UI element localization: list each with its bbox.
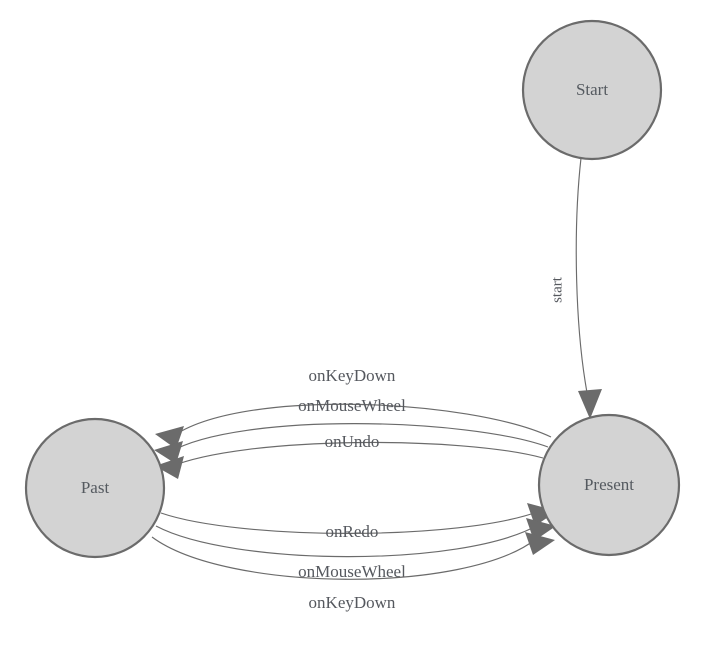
node-past-circle [24, 417, 166, 559]
edge-label-present-past-3: onUndo [325, 432, 380, 451]
arrowhead-past-to-present-1 [527, 503, 557, 526]
edge-path-past-present-2 [155, 524, 539, 558]
arrowhead-start-to-present [578, 389, 602, 419]
edge-present-to-past-onmousewheel[interactable]: onMouseWheel [154, 396, 549, 464]
arrowhead-present-to-past-3 [155, 456, 184, 479]
edge-path-present-past-3 [169, 441, 544, 468]
node-start-circle [521, 19, 663, 161]
node-start-label: Start [576, 80, 608, 99]
edge-label-present-past-2: onMouseWheel [298, 396, 406, 415]
node-present-label: Present [584, 475, 634, 494]
node-present[interactable]: Present [537, 413, 681, 557]
edge-label-present-past-1: onKeyDown [309, 366, 396, 385]
edge-start-to-present[interactable]: start [549, 157, 602, 419]
node-past-label: Past [81, 478, 110, 497]
edge-label-past-present-2: onMouseWheel [298, 562, 406, 581]
edge-path-past-present-1 [160, 510, 541, 534]
edge-present-to-past-onundo[interactable]: onUndo [155, 432, 544, 479]
arrowhead-past-to-present-3 [525, 532, 555, 555]
node-start[interactable]: Start [521, 19, 663, 161]
node-present-circle [537, 413, 681, 557]
edge-label-past-present-3: onKeyDown [309, 593, 396, 612]
arrowhead-present-to-past-2 [154, 441, 183, 464]
edge-path-present-past-1 [171, 403, 552, 438]
edge-path-present-past-2 [169, 423, 549, 453]
edge-path-past-present-3 [151, 536, 537, 580]
edge-label-start: start [549, 276, 565, 303]
edge-past-to-present-onkeydown[interactable]: onKeyDown [151, 532, 555, 612]
edge-path-start [575, 157, 589, 399]
node-past[interactable]: Past [24, 417, 166, 559]
edge-past-to-present-onredo[interactable]: onRedo [160, 503, 557, 541]
edge-label-past-present-1: onRedo [326, 522, 379, 541]
